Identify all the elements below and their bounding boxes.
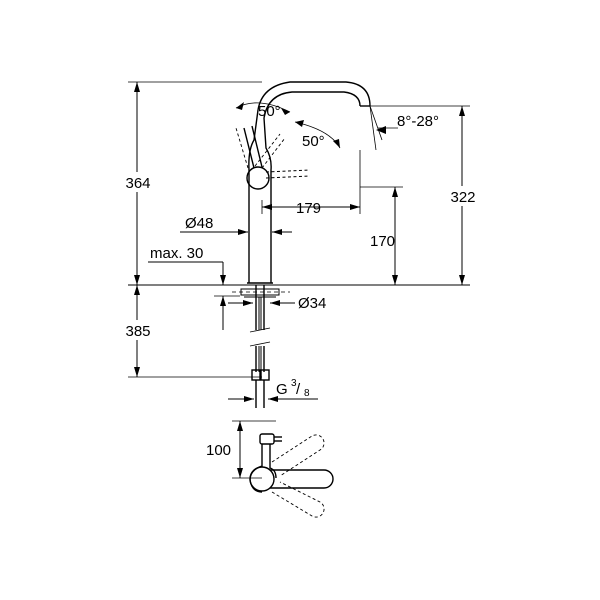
dim-total-height: 364 — [118, 81, 262, 285]
dim-max-thickness: max. 30 — [148, 245, 240, 330]
mounting-hardware — [232, 285, 290, 408]
dim-hole-diameter: Ø34 — [228, 295, 326, 312]
label-lever-angle-side: 50° — [302, 133, 325, 150]
tap-elevation: 50° 50° 8°-28° — [235, 81, 439, 284]
dim-body-diameter: Ø48 — [180, 215, 292, 235]
label-body-diameter: Ø48 — [185, 215, 213, 232]
label-plan-depth: 100 — [206, 442, 231, 459]
dim-connection: G 3 / 8 — [228, 378, 318, 402]
label-max-thickness: max. 30 — [150, 245, 203, 262]
label-connection-den: 8 — [304, 388, 310, 399]
dim-reach: 179 — [261, 150, 361, 217]
label-reach: 179 — [296, 200, 321, 217]
tap-plan-view: 100 — [204, 420, 334, 518]
label-below-deck: 385 — [125, 323, 150, 340]
label-spout-height: 322 — [450, 189, 475, 206]
dim-base-to-spout: 170 — [360, 186, 403, 285]
dim-below-deck: 385 — [118, 285, 262, 378]
fraction-slash: / — [296, 381, 301, 398]
label-total-height: 364 — [125, 175, 150, 192]
label-lever-angle-back: 50° — [258, 103, 281, 120]
label-hole-diameter: Ø34 — [298, 295, 326, 312]
label-swivel-angle: 8°-28° — [397, 113, 439, 130]
label-connection-base: G — [276, 381, 288, 398]
dim-spout-height: 322 — [370, 105, 483, 285]
label-base-to-spout: 170 — [370, 233, 395, 250]
label-connection-num: 3 — [291, 378, 297, 389]
